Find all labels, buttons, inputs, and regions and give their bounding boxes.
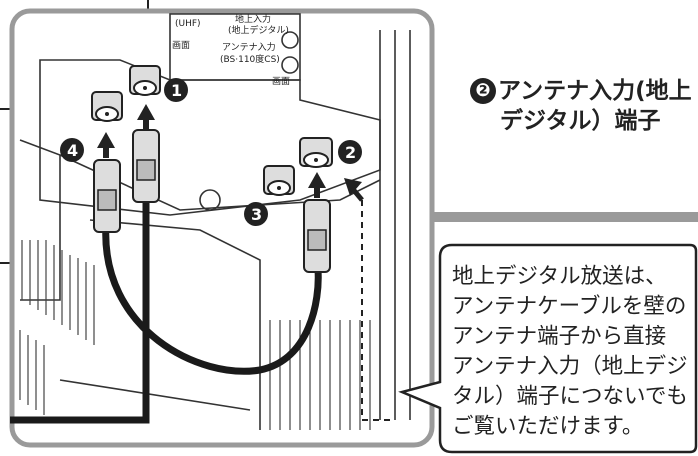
arrow-up-2 <box>308 172 326 198</box>
label-uhf: (UHF) <box>175 19 201 29</box>
panel-labels: (UHF) 地上入力 (地上デジタル) アンテナ入力 (BS·110度CS) 画… <box>172 13 290 87</box>
svg-text:3: 3 <box>251 205 262 224</box>
label-side-a: 画面 <box>172 40 190 51</box>
svg-text:4: 4 <box>67 141 78 160</box>
note-text: 地上デジタル放送は、 アンテナケーブルを壁の アンテナ端子から直接 アンテナ入力… <box>452 262 698 442</box>
marker-3: 3 <box>244 202 268 226</box>
jack-1 <box>129 65 161 96</box>
svg-text:1: 1 <box>171 81 182 100</box>
jack-4 <box>91 91 123 122</box>
label-input: 地上入力 <box>235 13 271 25</box>
jack-2 <box>299 137 333 168</box>
note-line: ご覧いただけます。 <box>452 414 644 439</box>
callout-line2: デジタル）端子 <box>500 108 661 134</box>
note-line: アンテナ端子から直接 <box>452 324 667 349</box>
note-line: タル）端子につないでも <box>452 384 688 409</box>
cable-loop <box>102 221 322 375</box>
note-line: アンテナケーブルを壁の <box>452 294 687 319</box>
plug-1 <box>132 129 160 203</box>
marker-1: 1 <box>164 78 188 102</box>
cable-down <box>10 200 150 424</box>
note-line: アンテナ入力（地上デジ <box>452 354 688 379</box>
label-digital: (地上デジタル) <box>228 24 289 36</box>
plug-4 <box>93 159 121 233</box>
plug-2 <box>303 199 331 273</box>
marker-2: 2 <box>338 140 362 164</box>
dashed-wall-path <box>361 200 392 421</box>
label-bs: (BS·110度CS) <box>220 53 280 65</box>
label-side-b: 画面 <box>272 76 290 87</box>
note-bubble <box>398 243 698 454</box>
callout-marker: ❷ <box>470 78 496 104</box>
arrow-up-4 <box>97 132 115 158</box>
marker-4: 4 <box>60 138 84 162</box>
arrow-up-1 <box>137 104 155 130</box>
note-line: 地上デジタル放送は、 <box>452 264 667 289</box>
jack-3 <box>263 165 295 196</box>
callout-line1: アンテナ入力(地上 <box>498 78 692 104</box>
label-antenna-input: アンテナ入力 <box>222 41 276 53</box>
svg-text:2: 2 <box>345 143 356 162</box>
arrow-diagonal <box>344 178 364 202</box>
